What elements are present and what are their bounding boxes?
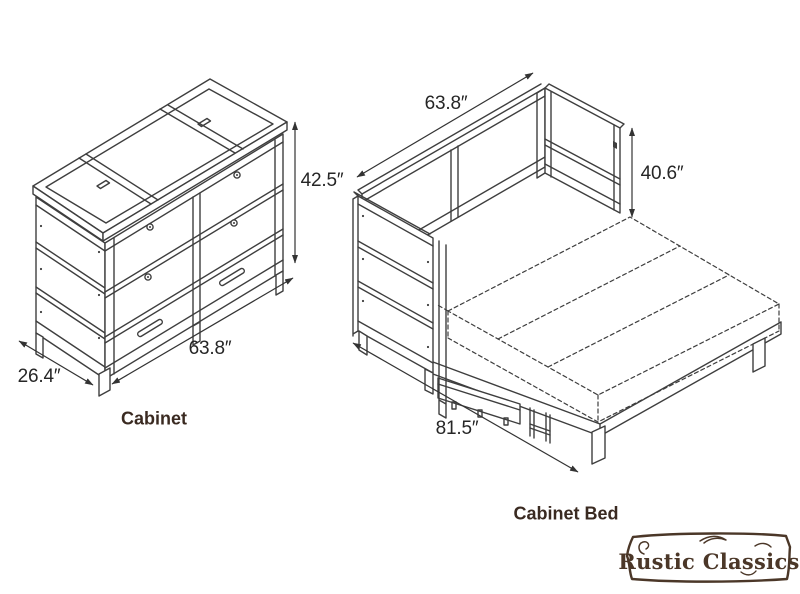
flourish-icon	[740, 570, 757, 576]
cabinet-height-dimension: 42.5″	[300, 170, 344, 191]
logo-text: Rustic Classics	[618, 549, 800, 574]
hinge-icon	[96, 179, 111, 190]
latch-icon	[613, 141, 617, 149]
cabinet-label: Cabinet	[120, 408, 188, 429]
cabinet-bed-label: Cabinet Bed	[513, 503, 619, 524]
flourish-icon	[699, 535, 727, 544]
cabinet-length-dimension: 63.8″	[188, 338, 232, 359]
logo-sign	[625, 532, 792, 583]
cabinet-bed-width-dimension: 63.8″	[424, 93, 468, 114]
cabinet-bed-height-dimension: 40.6″	[640, 163, 684, 184]
hinge-icon	[197, 117, 212, 128]
flourish-icon	[638, 541, 650, 555]
cabinet-bed-dimension-arrows	[352, 72, 635, 473]
flourish-icon	[754, 542, 772, 548]
cabinet-depth-dimension: 26.4″	[17, 366, 61, 387]
cabinet-drawing	[32, 78, 288, 397]
cabinet-dimension-arrows	[18, 121, 298, 386]
cabinet-bed-length-dimension: 81.5″	[435, 418, 479, 439]
